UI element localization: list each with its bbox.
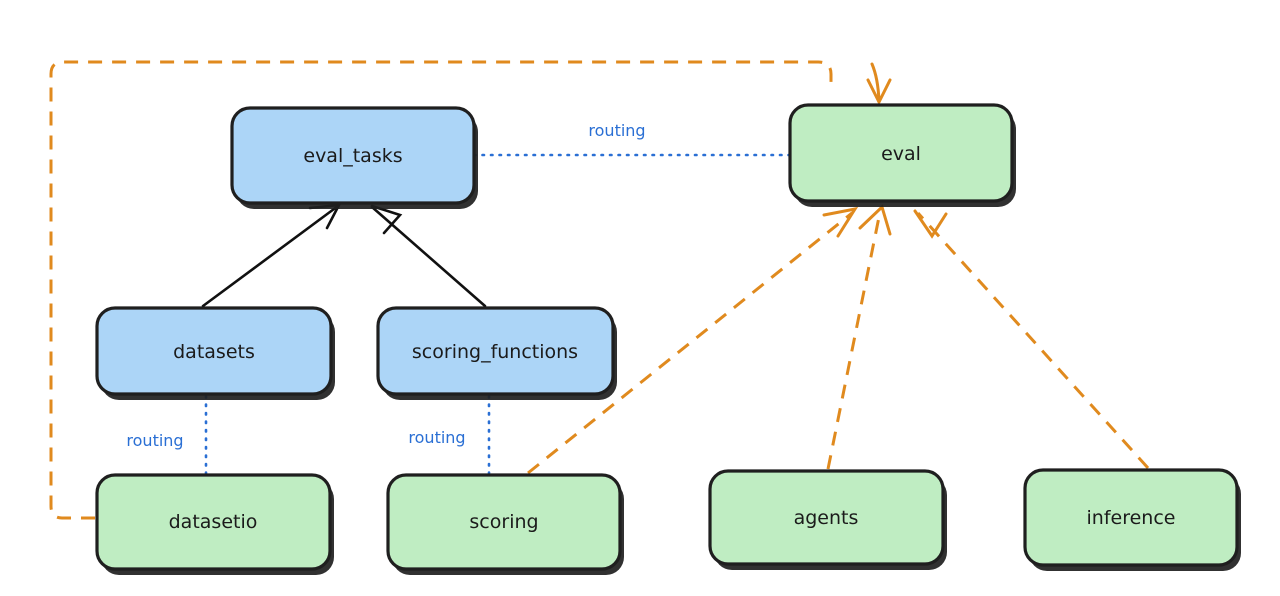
- edge-label-routing-eval: routing: [588, 121, 645, 140]
- edge-agents-to-eval: [826, 204, 892, 470]
- node-agents-body[interactable]: [708, 469, 945, 566]
- node-eval-tasks-label: eval_tasks: [303, 145, 402, 167]
- node-scoring-body[interactable]: [386, 473, 622, 571]
- node-inference-label: inference: [1087, 507, 1176, 529]
- node-datasetio-label: datasetio: [169, 511, 258, 533]
- node-eval-body[interactable]: [788, 103, 1014, 203]
- node-datasets[interactable]: datasets: [95, 306, 335, 400]
- node-agents[interactable]: agents: [708, 469, 947, 570]
- edge-label-routing-datasetio: routing: [126, 431, 183, 450]
- node-datasets-label: datasets: [173, 341, 255, 363]
- node-agents-label: agents: [794, 507, 859, 529]
- node-scoring-functions-body[interactable]: [376, 306, 615, 396]
- node-eval-tasks-body[interactable]: [230, 106, 476, 205]
- node-inference[interactable]: inference: [1023, 468, 1241, 571]
- edge-label-routing-scoring: routing: [408, 428, 465, 447]
- node-scoring-functions[interactable]: scoring_functions: [376, 306, 617, 400]
- node-datasets-body[interactable]: [95, 306, 333, 396]
- edge-scoring-to-eval: [527, 206, 859, 475]
- node-scoring-functions-label: scoring_functions: [412, 341, 578, 363]
- node-scoring[interactable]: scoring: [386, 473, 624, 575]
- node-datasetio[interactable]: datasetio: [95, 473, 334, 575]
- edge-datasetio-to-eval: [49, 60, 892, 520]
- node-datasetio-body[interactable]: [95, 473, 332, 571]
- node-inference-body[interactable]: [1023, 468, 1239, 567]
- edge-scoring-functions-to-eval-tasks: [370, 204, 487, 308]
- edge-datasets-to-eval-tasks: [201, 203, 342, 308]
- node-eval-tasks[interactable]: eval_tasks: [230, 106, 478, 209]
- node-eval[interactable]: eval: [788, 103, 1016, 207]
- edge-inference-to-eval: [913, 209, 1150, 470]
- node-scoring-label: scoring: [469, 511, 538, 533]
- node-eval-label: eval: [881, 143, 921, 165]
